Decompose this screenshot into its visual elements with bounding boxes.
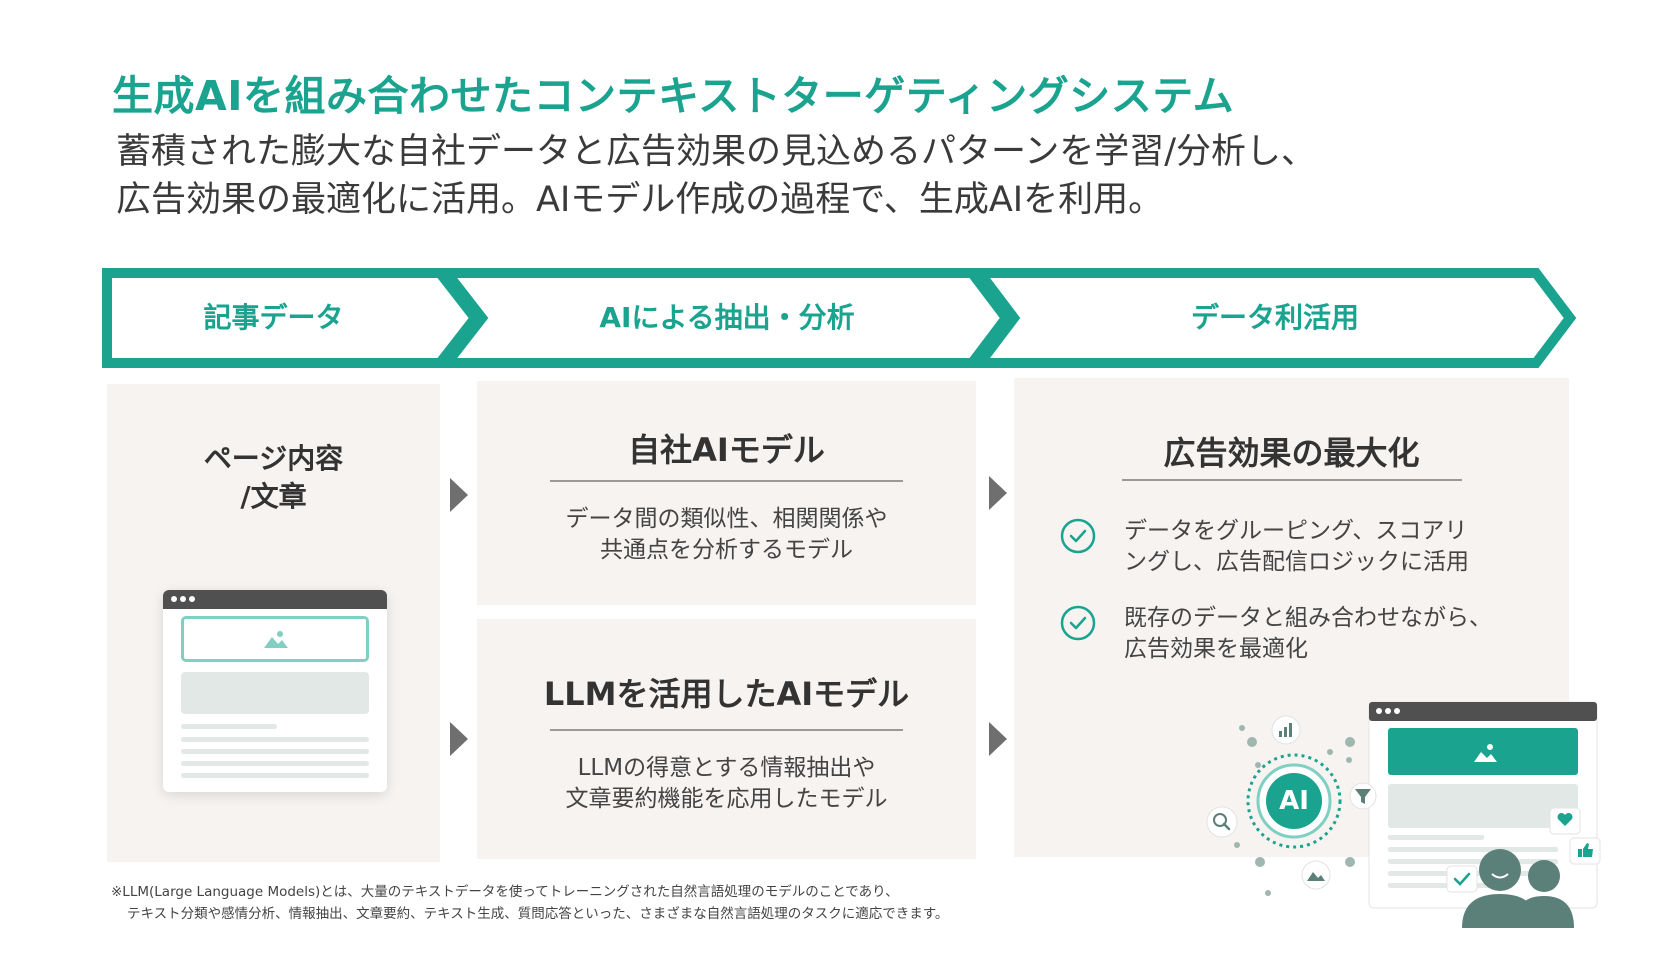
model-description: データ間の類似性、相関関係や 共通点を分析するモデル <box>477 504 976 566</box>
ai-badge: AI <box>1279 786 1309 816</box>
benefit-line: ングし、広告配信ロジックに活用 <box>1124 549 1469 575</box>
subtitle-line: 広告効果の最適化に活用。AIモデル作成の過程で、生成AIを利用。 <box>116 180 1164 220</box>
footnote-line: ※LLM(Large Language Models)とは、大量のテキストデータ… <box>111 884 899 900</box>
input-panel-title: ページ内容 /文章 <box>107 440 440 516</box>
input-title-line: ページ内容 <box>203 442 344 475</box>
footnote: ※LLM(Large Language Models)とは、大量のテキストデータ… <box>111 881 948 925</box>
result-panel-title: 広告効果の最大化 <box>1163 434 1420 472</box>
desc-line: データ間の類似性、相関関係や <box>565 506 888 532</box>
divider <box>550 729 903 731</box>
llm-ai-model-card: LLMを活用したAIモデル LLMの得意とする情報抽出や 文章要約機能を応用した… <box>477 619 976 859</box>
model-description: LLMの得意とする情報抽出や 文章要約機能を応用したモデル <box>477 753 976 815</box>
model-title: LLMを活用したAIモデル <box>543 675 910 713</box>
check-circle-icon <box>1060 518 1096 554</box>
browser-bar <box>163 590 387 609</box>
benefit-line: 広告効果を最適化 <box>1124 636 1308 662</box>
benefit-text: 既存のデータと組み合わせながら、 広告効果を最適化 <box>1124 603 1492 665</box>
page-subtitle: 蓄積された膨大な自社データと広告効果の見込めるパターンを学習/分析し、 広告効果… <box>116 128 1316 224</box>
connector-arrow <box>450 722 468 756</box>
connector-arrow <box>989 722 1007 756</box>
desc-line: 文章要約機能を応用したモデル <box>565 786 888 812</box>
image-icon <box>264 631 288 648</box>
footnote-line: テキスト分類や感情分析、情報抽出、文章要約、テキスト生成、質問応答といった、さま… <box>127 906 949 922</box>
input-title-line: /文章 <box>240 480 307 513</box>
checkmark-icon <box>1446 865 1478 893</box>
model-title: 自社AIモデル <box>628 431 825 469</box>
flow-step-label: 記事データ <box>203 301 344 334</box>
desc-line: LLMの得意とする情報抽出や <box>577 755 876 781</box>
connector-arrow <box>989 476 1007 510</box>
subtitle-line: 蓄積された膨大な自社データと広告効果の見込めるパターンを学習/分析し、 <box>116 132 1317 172</box>
content-block <box>181 672 369 714</box>
benefit-line: データをグルーピング、スコアリ <box>1124 518 1468 544</box>
flow-step-label: データ利活用 <box>1190 301 1359 334</box>
benefit-line: 既存のデータと組み合わせながら、 <box>1124 605 1492 631</box>
divider <box>1122 479 1462 481</box>
page-title: 生成AIを組み合わせたコンテキストターゲティングシステム <box>112 72 1235 120</box>
desc-line: 共通点を分析するモデル <box>600 537 853 563</box>
input-panel: ページ内容 /文章 <box>107 384 440 862</box>
image-placeholder <box>181 616 369 662</box>
thumbs-up-icon <box>1569 837 1601 865</box>
divider <box>550 480 903 482</box>
webpage-mockup-icon <box>163 590 387 792</box>
own-ai-model-card: 自社AIモデル データ間の類似性、相関関係や 共通点を分析するモデル <box>477 381 976 605</box>
flow-step-label: AIによる抽出・分析 <box>599 301 855 334</box>
image-icon <box>1301 860 1331 890</box>
benefit-text: データをグルーピング、スコアリ ングし、広告配信ロジックに活用 <box>1124 516 1469 578</box>
check-circle-icon <box>1060 605 1096 641</box>
users-icon <box>1462 849 1574 928</box>
connector-arrow <box>450 478 468 512</box>
